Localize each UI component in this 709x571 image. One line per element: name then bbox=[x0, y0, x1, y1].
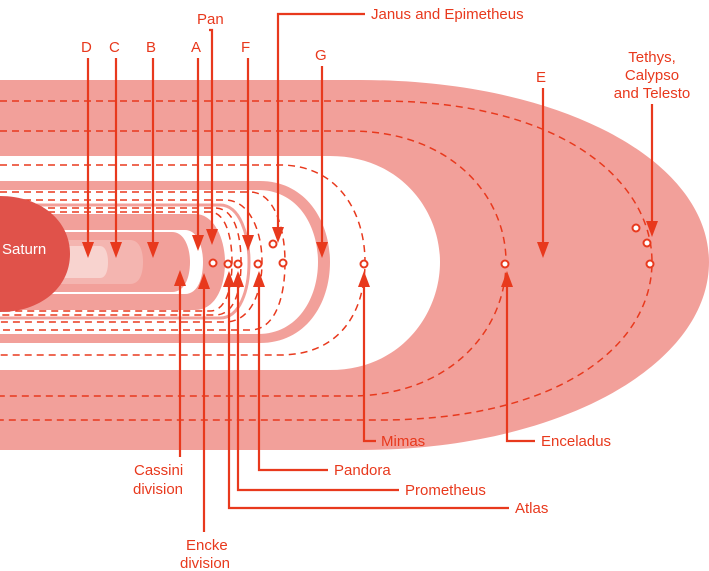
mimas-label: Mimas bbox=[381, 433, 425, 450]
ring-label-a: A bbox=[191, 39, 201, 56]
enceladus-label: Enceladus bbox=[541, 433, 611, 450]
pandora-label: Pandora bbox=[334, 462, 391, 479]
ring-label-c: C bbox=[109, 39, 120, 56]
pandora-moon bbox=[253, 259, 263, 269]
tethys-moon bbox=[642, 238, 652, 248]
tethys-label-1: Tethys, bbox=[628, 49, 676, 66]
ring-label-f: F bbox=[241, 39, 250, 56]
saturn-body bbox=[0, 196, 70, 312]
tethys-label-3: and Telesto bbox=[614, 85, 690, 102]
mimas-moon bbox=[359, 259, 369, 269]
moon-pointer-arrows bbox=[174, 270, 535, 532]
atlas-label: Atlas bbox=[515, 500, 548, 517]
epimetheus-moon bbox=[278, 258, 288, 268]
cassini-label-2: division bbox=[133, 481, 183, 498]
pan-label: Pan bbox=[197, 11, 224, 28]
saturn-label: Saturn bbox=[2, 241, 46, 258]
atlas-moon bbox=[223, 259, 233, 269]
ring-pointer-arrows bbox=[82, 12, 658, 258]
f-ring bbox=[0, 203, 251, 320]
e-ring bbox=[0, 80, 709, 450]
janus-moon bbox=[268, 239, 278, 249]
prometheus-label: Prometheus bbox=[405, 482, 486, 499]
encke-label-1: Encke bbox=[186, 537, 228, 554]
encke-label-2: division bbox=[180, 555, 230, 571]
pan-moon bbox=[208, 258, 218, 268]
g-ring bbox=[0, 181, 330, 343]
ring-label-d: D bbox=[81, 39, 92, 56]
janus-epimetheus-label: Janus and Epimetheus bbox=[371, 6, 524, 23]
telesto-moon bbox=[645, 259, 655, 269]
tethys-label-2: Calypso bbox=[625, 67, 679, 84]
enceladus-moon bbox=[500, 259, 510, 269]
ring-label-e: E bbox=[536, 69, 546, 86]
prometheus-moon bbox=[233, 259, 243, 269]
calypso-moon bbox=[631, 223, 641, 233]
janus-orbit bbox=[0, 191, 286, 331]
ring-label-b: B bbox=[146, 39, 156, 56]
tethys-orbit bbox=[0, 100, 653, 421]
cassini-label-1: Cassini bbox=[134, 462, 183, 479]
ring-label-g: G bbox=[315, 47, 327, 64]
